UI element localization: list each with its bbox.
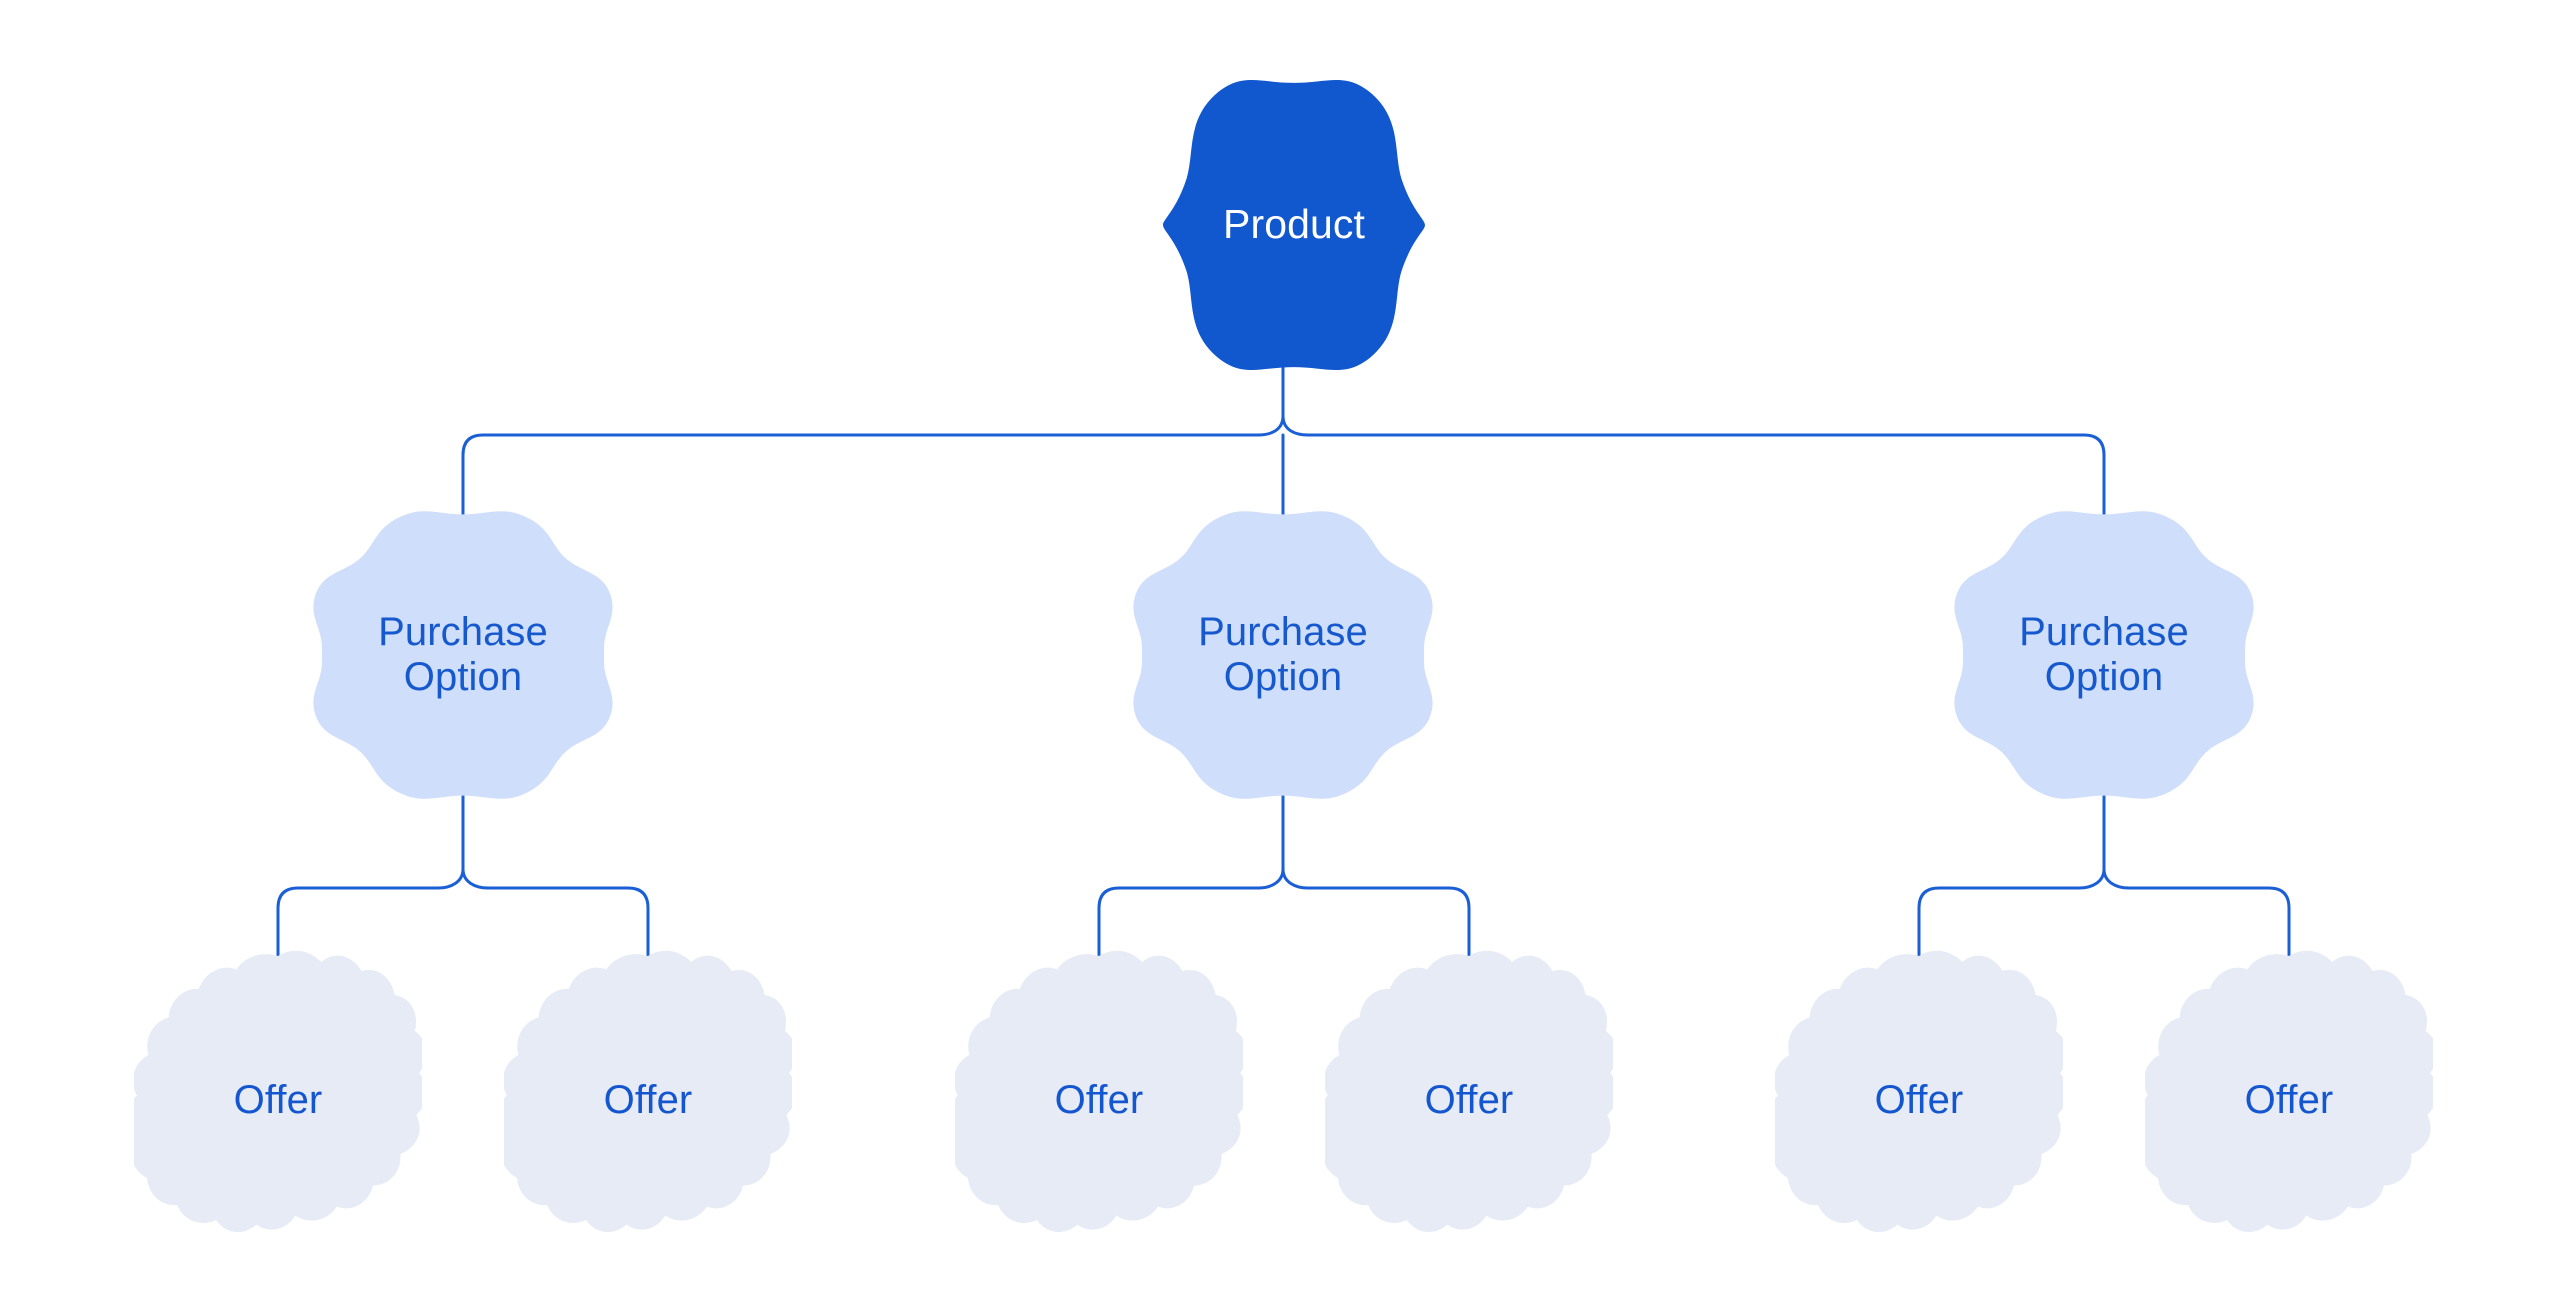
- blob-13-lobe-shape: [134, 950, 422, 1250]
- node-offer-5-label: Offer: [1874, 1077, 1964, 1122]
- edge-level1-bus-right: [1306, 433, 2106, 517]
- node-offer-1-label: Offer: [233, 1077, 323, 1122]
- node-product-label: Product: [1223, 201, 1365, 248]
- node-purchase-option-1[interactable]: Purchase Option: [308, 510, 618, 800]
- node-offer-3[interactable]: Offer: [955, 950, 1243, 1250]
- edge-level1-bus: [461, 433, 1260, 517]
- edge-option2-bus-fillet-right: [1281, 867, 1310, 890]
- node-offer-4-label: Offer: [1424, 1077, 1514, 1122]
- node-offer-6[interactable]: Offer: [2145, 950, 2433, 1250]
- blob-13-lobe-shape: [2145, 950, 2433, 1250]
- node-purchase-option-1-label: Purchase Option: [378, 610, 548, 699]
- edge-option3-bus-fillet-right: [2102, 867, 2131, 890]
- edge-option1-bus-fillet-left: [436, 867, 465, 890]
- node-purchase-option-2[interactable]: Purchase Option: [1128, 510, 1438, 800]
- node-purchase-option-3[interactable]: Purchase Option: [1949, 510, 2259, 800]
- node-offer-4[interactable]: Offer: [1325, 950, 1613, 1250]
- node-offer-2-label: Offer: [603, 1077, 693, 1122]
- blob-13-lobe-shape: [1775, 950, 2063, 1250]
- node-offer-3-label: Offer: [1054, 1077, 1144, 1122]
- blob-13-lobe-shape: [955, 950, 1243, 1250]
- blob-8-lobe-shape: [1949, 510, 2259, 800]
- node-purchase-option-3-label: Purchase Option: [2019, 610, 2189, 699]
- node-offer-1[interactable]: Offer: [134, 950, 422, 1250]
- edge-option1-bus-fillet-right: [461, 867, 490, 890]
- node-product[interactable]: Product: [1163, 80, 1425, 370]
- edge-product-bus-fillet-left: [1256, 414, 1285, 437]
- edge-option3-bus-fillet-left: [2077, 867, 2106, 890]
- blob-8-lobe-shape: [1128, 510, 1438, 800]
- blob-13-lobe-shape: [1325, 950, 1613, 1250]
- blob-13-lobe-shape: [504, 950, 792, 1250]
- node-purchase-option-2-label: Purchase Option: [1198, 610, 1368, 699]
- blob-8-lobe-shape: [308, 510, 618, 800]
- edge-product-bus-fillet-right: [1281, 414, 1310, 437]
- node-offer-6-label: Offer: [2244, 1077, 2334, 1122]
- node-offer-5[interactable]: Offer: [1775, 950, 2063, 1250]
- node-offer-2[interactable]: Offer: [504, 950, 792, 1250]
- blob-4-lobe-shape: [1163, 80, 1425, 370]
- edge-option2-bus-fillet-left: [1256, 867, 1285, 890]
